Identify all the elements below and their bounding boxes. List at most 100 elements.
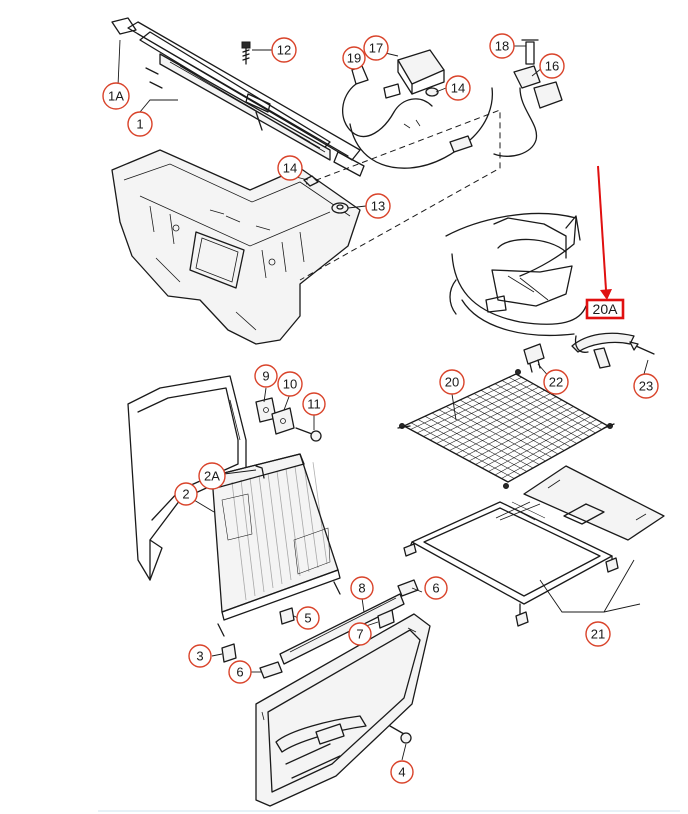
- svg-text:20: 20: [445, 375, 459, 390]
- callout-22: 22: [543, 369, 569, 395]
- screw-23: [629, 341, 655, 355]
- blind-hatch-line: [294, 466, 310, 573]
- blind-hatch-line: [276, 470, 292, 581]
- clip-22: [523, 343, 545, 373]
- net-mesh-line: [462, 403, 568, 458]
- wiring-harness: [342, 49, 494, 169]
- grab-handle-20a: [571, 332, 635, 369]
- cap-6-lower: [259, 661, 283, 679]
- nut-14-upper: [425, 87, 439, 97]
- svg-text:1: 1: [136, 117, 143, 132]
- svg-text:21: 21: [591, 627, 605, 642]
- light-bulb-socket: [493, 39, 563, 157]
- callout-7: 7: [348, 622, 372, 646]
- callout-6-upper: 6: [424, 576, 448, 600]
- car-trunk-illustration: [445, 212, 587, 337]
- callout-1: 1: [127, 111, 153, 137]
- rear-panel: [111, 149, 361, 345]
- screw-4: [389, 725, 412, 744]
- washer-13: [331, 202, 349, 214]
- svg-text:11: 11: [307, 397, 321, 412]
- svg-text:5: 5: [304, 611, 311, 626]
- bracket-10: [271, 407, 295, 435]
- net-mesh-line: [501, 380, 596, 434]
- svg-text:23: 23: [639, 379, 653, 394]
- svg-text:2: 2: [182, 487, 189, 502]
- cargo-net: [397, 369, 615, 489]
- svg-text:18: 18: [495, 39, 509, 54]
- blind-hatch-line: [240, 479, 256, 597]
- clip-3: [221, 643, 237, 663]
- screw-12: [241, 41, 251, 65]
- net-mesh-line: [480, 390, 577, 444]
- cap-6-upper: [397, 579, 419, 597]
- net-mesh-line: [468, 406, 574, 462]
- clip-5: [279, 607, 295, 625]
- svg-text:7: 7: [356, 627, 363, 642]
- svg-text:19: 19: [347, 51, 361, 66]
- svg-text:16: 16: [545, 59, 559, 74]
- svg-text:20A: 20A: [593, 301, 619, 317]
- blind-hatch-line: [312, 462, 328, 565]
- callout-9: 9: [254, 364, 278, 388]
- net-mesh-line: [487, 386, 584, 441]
- callout-14-upper: 14: [445, 75, 471, 101]
- door-trim-panel: [255, 613, 431, 807]
- net-mesh-line: [488, 416, 591, 472]
- net-mesh-line: [508, 377, 602, 430]
- net-mesh-line: [475, 409, 580, 465]
- callout-19: 19: [342, 46, 366, 70]
- callout-6-lower: 6: [228, 660, 252, 684]
- svg-text:8: 8: [358, 581, 365, 596]
- svg-text:1A: 1A: [108, 89, 124, 104]
- blind-hatch-line: [285, 468, 301, 577]
- svg-text:9: 9: [262, 369, 269, 384]
- callout-20: 20: [439, 369, 465, 395]
- svg-text:22: 22: [549, 375, 563, 390]
- svg-text:4: 4: [398, 765, 405, 780]
- highlight-label-20a: 20A: [585, 298, 625, 320]
- floor-mat: [523, 465, 665, 541]
- net-mesh-line: [494, 419, 597, 476]
- callout-2a: 2A: [198, 462, 226, 490]
- net-frame: [403, 501, 619, 627]
- callout-2: 2: [174, 482, 198, 506]
- blind-hatch-line: [258, 475, 274, 589]
- callout-11: 11: [302, 392, 326, 416]
- trim-strip: [279, 593, 405, 665]
- clip-7: [377, 609, 395, 629]
- nut-14-lower: [303, 175, 319, 187]
- blind-hatch-line: [267, 473, 283, 585]
- callout-16: 16: [539, 53, 565, 79]
- callout-5: 5: [296, 606, 320, 630]
- screw-11: [295, 427, 322, 442]
- svg-text:10: 10: [283, 377, 297, 392]
- svg-text:14: 14: [451, 81, 465, 96]
- svg-text:12: 12: [277, 43, 291, 58]
- net-mesh-line: [501, 422, 603, 479]
- callout-1a: 1A: [102, 82, 130, 110]
- callout-21: 21: [585, 621, 611, 647]
- net-mesh-line: [494, 383, 590, 437]
- sun-blind: [211, 453, 341, 637]
- callout-17: 17: [363, 35, 389, 61]
- callout-4: 4: [390, 760, 414, 784]
- net-mesh-line: [466, 396, 565, 451]
- svg-text:6: 6: [432, 581, 439, 596]
- highlight-arrow: [597, 165, 612, 300]
- net-mesh-line: [473, 393, 571, 448]
- net-mesh-line: [481, 412, 586, 469]
- callout-23: 23: [633, 373, 659, 399]
- callout-13: 13: [365, 193, 391, 219]
- callout-12: 12: [271, 37, 297, 63]
- svg-text:14: 14: [283, 161, 297, 176]
- net-mesh-line: [455, 399, 563, 455]
- blind-hatch-line: [231, 481, 247, 601]
- callout-14-lower: 14: [277, 155, 303, 181]
- svg-text:2A: 2A: [204, 469, 220, 484]
- parcel-shelf-cover-roll: [111, 17, 365, 177]
- blind-hatch-line: [249, 477, 265, 593]
- callout-8: 8: [350, 576, 374, 600]
- callout-10: 10: [277, 371, 303, 397]
